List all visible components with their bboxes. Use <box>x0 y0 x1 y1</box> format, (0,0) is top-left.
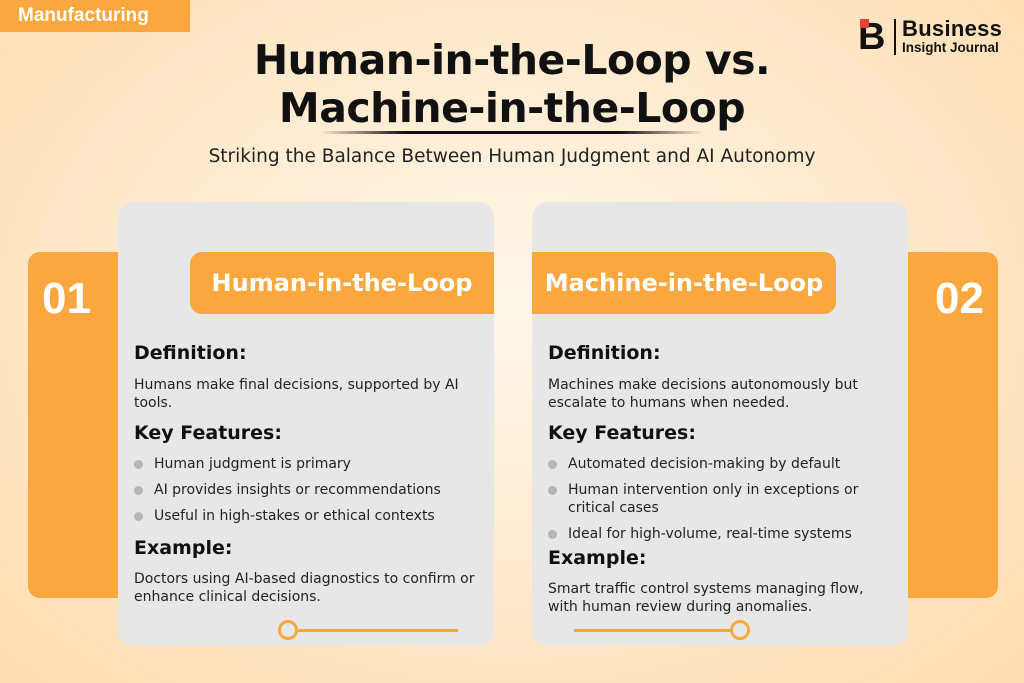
logo: B Business Insight Journal <box>858 16 1003 56</box>
definition-heading: Definition: <box>134 342 247 364</box>
decor-ring <box>730 620 750 640</box>
bullet-dot <box>134 486 143 495</box>
list-item: Useful in high-stakes or ethical context… <box>134 507 479 525</box>
bullet-dot <box>548 460 557 469</box>
features-heading: Key Features: <box>548 422 696 444</box>
logo-separator <box>894 18 896 55</box>
example-heading: Example: <box>548 547 647 569</box>
card-title: Human-in-the-Loop <box>190 252 494 314</box>
bullet-dot <box>548 530 557 539</box>
feature-text: Ideal for high-volume, real-time systems <box>568 526 852 542</box>
bullet-dot <box>134 460 143 469</box>
title-underline <box>320 131 704 134</box>
example-heading: Example: <box>134 537 233 559</box>
logo-mark: B <box>858 18 890 56</box>
list-item: Automated decision-making by default <box>548 455 893 473</box>
example-text: Smart traffic control systems managing f… <box>548 581 864 615</box>
decor-line <box>296 629 458 632</box>
category-tag: Manufacturing <box>0 0 190 32</box>
decor-line <box>574 629 736 632</box>
list-item: Human judgment is primary <box>134 455 479 473</box>
definition-heading: Definition: <box>548 342 661 364</box>
logo-red-dot <box>860 18 869 28</box>
logo-line2: Insight Journal <box>902 40 999 55</box>
page-title: Human-in-the-Loop vs. Machine-in-the-Loo… <box>0 36 1024 132</box>
feature-text: Automated decision-making by default <box>568 456 841 472</box>
list-item: AI provides insights or recommendations <box>134 481 479 499</box>
feature-text: Human intervention only in exceptions or… <box>568 482 859 516</box>
list-item: Ideal for high-volume, real-time systems <box>548 525 893 543</box>
features-list: Human judgment is primary AI provides in… <box>134 455 479 533</box>
list-item: Human intervention only in exceptions or… <box>548 481 893 517</box>
card-title: Machine-in-the-Loop <box>532 252 836 314</box>
features-heading: Key Features: <box>134 422 282 444</box>
number-label: 01 <box>42 274 91 323</box>
features-list: Automated decision-making by default Hum… <box>548 455 893 551</box>
feature-text: AI provides insights or recommendations <box>154 482 441 498</box>
card-machine-in-the-loop: Machine-in-the-Loop Definition: Machines… <box>532 202 908 646</box>
feature-text: Useful in high-stakes or ethical context… <box>154 508 435 524</box>
definition-text: Machines make decisions autonomously but… <box>548 377 858 411</box>
logo-text: Business Insight Journal <box>902 16 1003 56</box>
feature-text: Human judgment is primary <box>154 456 351 472</box>
bullet-dot <box>548 486 557 495</box>
definition-text: Humans make final decisions, supported b… <box>134 377 459 411</box>
title-line2: Machine-in-the-Loop <box>278 84 746 132</box>
title-line1: Human-in-the-Loop vs. <box>253 36 771 84</box>
page-subtitle: Striking the Balance Between Human Judgm… <box>208 146 816 167</box>
example-text: Doctors using AI-based diagnostics to co… <box>134 571 475 605</box>
card-human-in-the-loop: Human-in-the-Loop Definition: Humans mak… <box>118 202 494 646</box>
number-label: 02 <box>935 274 984 323</box>
decor-ring <box>278 620 298 640</box>
bullet-dot <box>134 512 143 521</box>
logo-line1: Business <box>902 16 1003 41</box>
